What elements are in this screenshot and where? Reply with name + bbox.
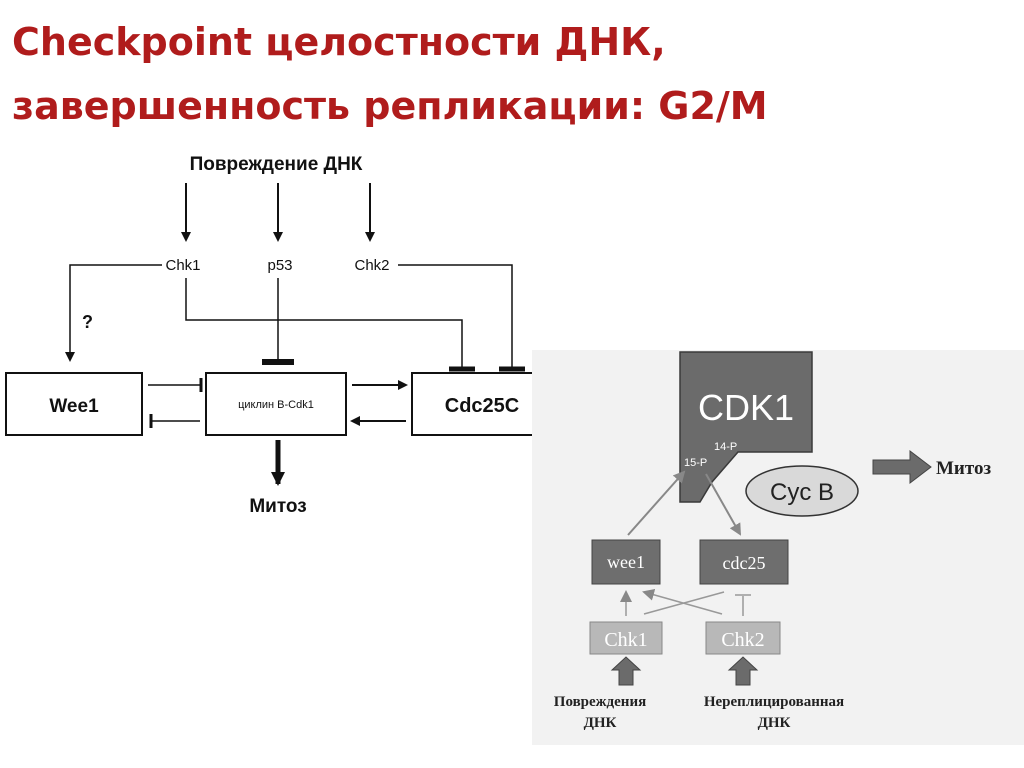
cyclinb-cdk1-box (205, 372, 347, 436)
wee1-small-box (591, 539, 661, 585)
damage-to-chk1-block-arrow (610, 656, 642, 686)
cyclin-b-label: Cyc B (770, 479, 834, 506)
dna-damage-right-line2: ДНК (584, 715, 617, 731)
chk2-small-box (705, 621, 781, 655)
cdk1-shape (679, 351, 813, 503)
left-pathway-diagram: Повреждение ДНК Chk1 p53 Chk2 ? Wee1 цик… (5, 154, 551, 517)
dna-damage-label: Повреждение ДНК (190, 154, 363, 175)
mitosis-label-left: Митоз (249, 496, 306, 517)
phospho-15-label: 15-P (684, 457, 707, 469)
chk1-small-label: Chk1 (604, 629, 647, 651)
unreplicated-dna-line1: Нереплицированная (704, 694, 844, 710)
wee1-to-cdk1-arrow (627, 470, 686, 536)
cyclinb-cdk1-label: циклин B-Cdk1 (238, 399, 314, 411)
chk2-inhibits-cdc25c-line (398, 264, 513, 368)
wee1-small-label: wee1 (607, 552, 645, 572)
question-mark: ? (82, 312, 93, 332)
cdc25-small-box (699, 539, 789, 585)
cdc25-small-label: cdc25 (723, 553, 766, 573)
chk1-label: Chk1 (165, 257, 200, 274)
chk1-small-box (589, 621, 663, 655)
slide-title-line-2: завершенность репликации: G2/M (12, 84, 768, 128)
cdk1-to-cdc25-arrow (705, 473, 741, 536)
chk2-small-label: Chk2 (721, 629, 764, 651)
chk1-to-wee1-arrow (65, 264, 162, 362)
wee1-label: Wee1 (49, 396, 99, 417)
unreplicated-to-chk2-block-arrow (727, 656, 759, 686)
cdc25c-label: Cdc25C (445, 395, 519, 417)
p53-label: p53 (267, 257, 292, 274)
phospho-14-label: 14-P (714, 441, 737, 453)
unreplicated-dna-line2: ДНК (758, 715, 791, 731)
cdc25c-box (411, 372, 551, 436)
wee1-box (5, 372, 143, 436)
dna-damage-right-line1: Повреждения (554, 694, 646, 710)
slide-title: Checkpoint целостности ДНК, завершенност… (12, 10, 768, 138)
cyclin-b-ellipse (745, 465, 859, 517)
chk2-label: Chk2 (354, 257, 389, 274)
cdk1-label: CDK1 (698, 387, 794, 428)
chk1-inhibits-cdc25c-line (185, 278, 463, 368)
to-mitosis-block-arrow (872, 449, 932, 485)
mitosis-label-right: Митоз (936, 458, 991, 479)
right-pathway-diagram: CDK1 14-P 15-P Cyc B Митоз wee1 cdc25 Ch… (532, 350, 1024, 745)
slide-title-line-1: Checkpoint целостности ДНК, (12, 20, 666, 64)
chk1-inhibits-cdc25-line (643, 591, 725, 615)
